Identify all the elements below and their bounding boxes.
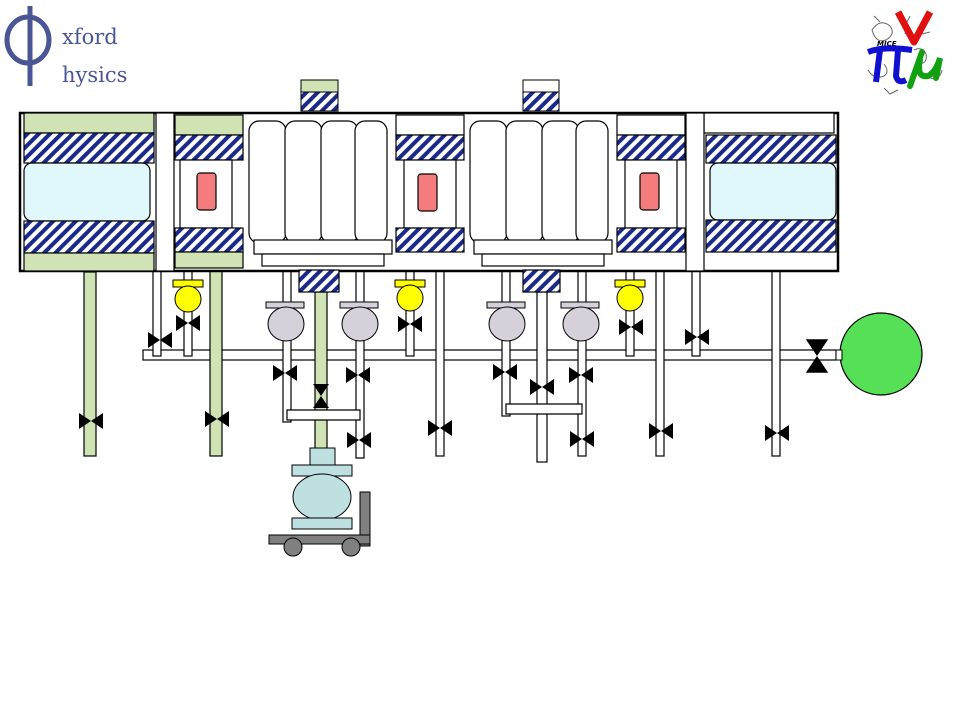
vacuum-pump-trolley xyxy=(268,447,371,557)
rf-cavity-cluster-b xyxy=(469,120,613,293)
pipe-c3 xyxy=(536,291,548,463)
pipe-left-2 xyxy=(209,249,223,457)
coil-window-2 xyxy=(417,173,438,212)
pi-glyph-icon xyxy=(866,45,913,85)
mice-sketch-icon xyxy=(867,15,943,95)
absorber-3 xyxy=(486,301,526,342)
manifold-header xyxy=(142,349,837,361)
trolley-wheel-left xyxy=(283,537,303,557)
pipe-left-vacuum xyxy=(83,271,97,457)
absorber-1 xyxy=(265,301,305,342)
top-feedthrough-left xyxy=(300,79,339,112)
oxford-physics-logo: xford hysics xyxy=(4,6,127,87)
yellow-valve-2 xyxy=(394,279,426,312)
pump-body xyxy=(292,473,352,521)
mice-label: MICE xyxy=(877,40,897,48)
focus-coil-2 xyxy=(395,114,465,253)
nu-glyph-icon xyxy=(894,10,934,46)
pump-base-flange xyxy=(291,517,353,530)
trolley-wheel-right xyxy=(341,537,361,557)
end-coil-right xyxy=(703,112,837,253)
trolley-handle xyxy=(359,491,371,547)
hydrogen-vessel xyxy=(839,312,923,396)
logo-word-hysics: hysics xyxy=(62,63,127,87)
absorbers xyxy=(265,301,600,342)
trolley-base xyxy=(268,534,371,545)
pipe-right xyxy=(771,257,781,457)
pump-loop-right xyxy=(505,403,583,415)
yellow-valve-3 xyxy=(614,279,646,312)
coil-window-3 xyxy=(639,172,660,211)
logo-word-xford: xford xyxy=(62,25,118,49)
absorber-4 xyxy=(560,301,600,342)
pipe-center-pump xyxy=(314,291,328,451)
top-feedthrough-right xyxy=(522,79,560,112)
mice-logo: MICE xyxy=(866,10,943,95)
pipe-d2 xyxy=(655,259,665,457)
coil-window-1 xyxy=(196,172,217,211)
vessel-feed-pipe xyxy=(835,349,843,361)
cryostat-vessel xyxy=(18,79,840,293)
pump-loop-left xyxy=(286,409,361,421)
end-coil-left xyxy=(23,112,155,272)
focus-coil-3 xyxy=(616,114,686,253)
focus-coil-1 xyxy=(174,114,244,269)
phi-glyph-icon xyxy=(4,6,52,86)
yellow-valve-1 xyxy=(172,279,204,313)
absorber-2 xyxy=(339,301,379,342)
mu-glyph-icon xyxy=(907,49,943,89)
rf-cavity-cluster-a xyxy=(248,120,393,293)
yellow-valves xyxy=(172,279,646,313)
pump-neck xyxy=(309,447,336,466)
vertical-pipes xyxy=(83,215,781,463)
